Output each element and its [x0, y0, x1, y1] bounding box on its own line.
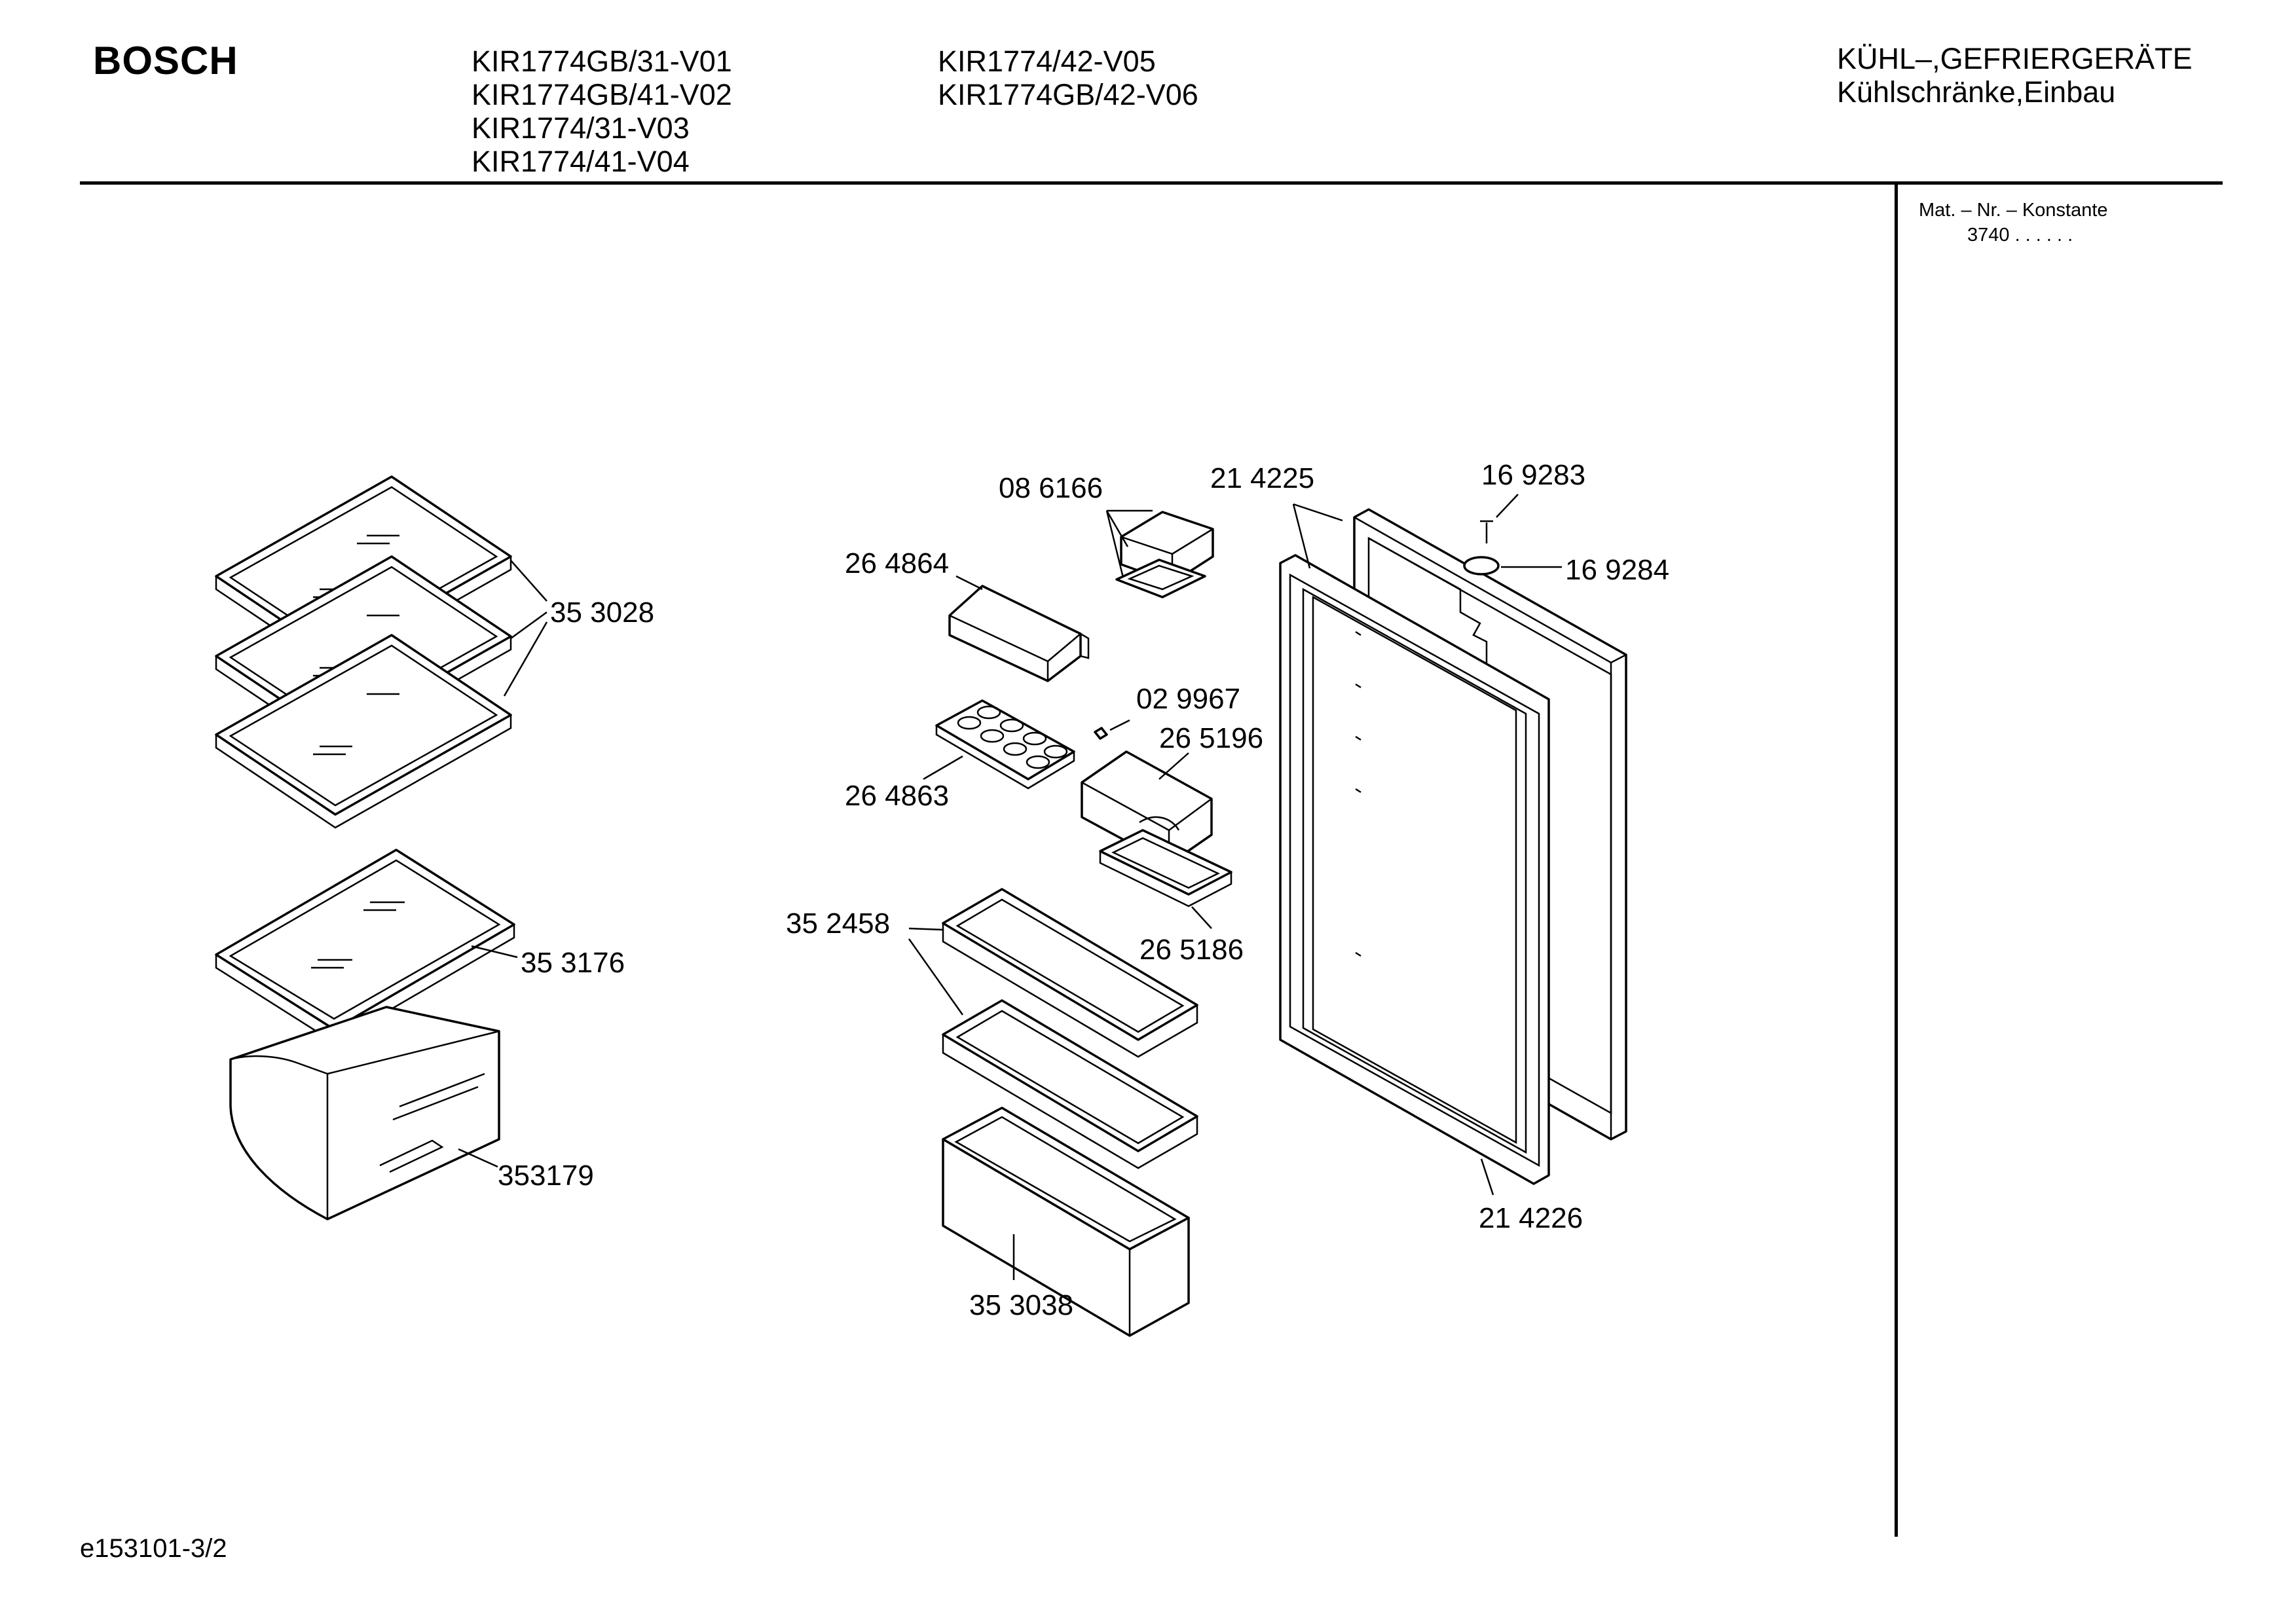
part-label-crisper-drawer: 353179 [498, 1160, 594, 1192]
model-list-secondary: KIR1774/42-V05 KIR1774GB/42-V06 [938, 45, 1198, 111]
model-number: KIR1774GB/41-V02 [472, 78, 732, 111]
part-label-butter-compartment: 26 4864 [845, 547, 949, 579]
glass-shelf [215, 634, 512, 829]
butter-dish [1115, 511, 1214, 598]
door-shelf [942, 999, 1198, 1169]
part-label-door-shelf-bottom: 35 3038 [969, 1289, 1073, 1321]
part-label-door-gasket: 21 4226 [1479, 1202, 1583, 1234]
egg-tray [935, 699, 1075, 790]
model-list-primary: KIR1774GB/31-V01 KIR1774GB/41-V02 KIR177… [472, 45, 732, 178]
door-cap [1463, 556, 1500, 576]
side-panel-divider [1895, 185, 1898, 1537]
material-constant-label: Mat. – Nr. – Konstante [1919, 200, 2108, 221]
part-label-door-shelf-upper: 35 2458 [786, 907, 890, 940]
door-gasket [1279, 554, 1550, 1185]
door-shelf-bottom [942, 1107, 1190, 1337]
part-label-bottle-rack-lower: 26 5186 [1139, 934, 1244, 966]
model-number: KIR1774GB/31-V01 [472, 45, 732, 78]
bottle-rack-upper [1081, 750, 1213, 866]
screw-small [1094, 727, 1108, 740]
header-divider [80, 181, 2223, 185]
glass-shelf-single [215, 849, 515, 1044]
category-main: KÜHL–,GEFRIERGERÄTE [1837, 42, 2193, 75]
material-constant-value: 3740 . . . . . . [1967, 225, 2073, 246]
part-label-bottle-rack-upper: 26 5196 [1159, 722, 1263, 754]
model-number: KIR1774/41-V04 [472, 145, 690, 178]
part-label-glass-shelf-single: 35 3176 [521, 947, 625, 979]
part-label-door-screw: 16 9283 [1481, 459, 1585, 491]
part-label-door-frame: 21 4225 [1210, 462, 1314, 494]
category-sub: Kühlschränke,Einbau [1837, 75, 2116, 109]
bottle-rack-lower [1099, 829, 1232, 907]
brand-logo: BOSCH [93, 39, 238, 82]
part-label-egg-tray: 26 4863 [845, 780, 949, 812]
model-number: KIR1774GB/42-V06 [938, 78, 1198, 111]
butter-compartment [948, 585, 1090, 682]
drawing-reference: e153101-3/2 [80, 1534, 227, 1563]
door-screw [1480, 520, 1493, 543]
part-label-screw-small: 02 9967 [1136, 683, 1240, 715]
part-label-glass-shelf-set: 35 3028 [550, 596, 654, 629]
part-label-butter-dish: 08 6166 [999, 472, 1103, 504]
material-constant-panel: Mat. – Nr. – Konstante 3740 . . . . . . [1919, 198, 2108, 247]
part-label-door-cap: 16 9284 [1565, 554, 1669, 586]
model-number: KIR1774/42-V05 [938, 45, 1156, 78]
door-shelf [942, 888, 1198, 1058]
product-category: KÜHL–,GEFRIERGERÄTE Kühlschränke,Einbau [1837, 42, 2193, 109]
crisper-drawer [229, 1006, 500, 1220]
model-number: KIR1774/31-V03 [472, 111, 690, 145]
